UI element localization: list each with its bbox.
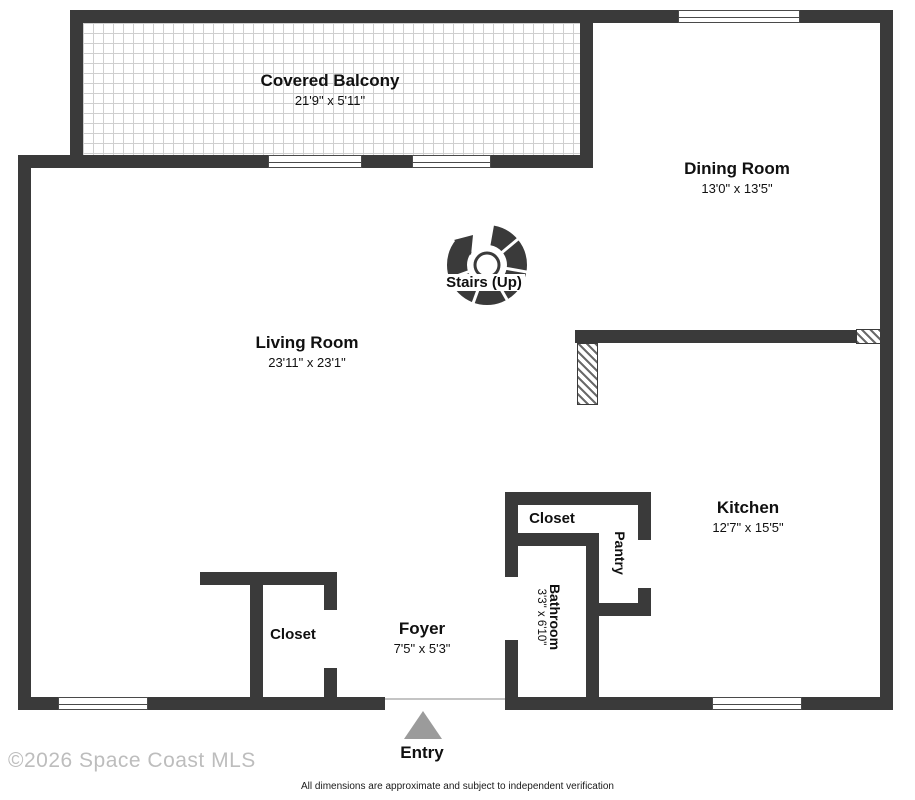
room-label-stairs-up: Stairs (Up)	[443, 274, 525, 291]
room-label-covered-balcony: Covered Balcony 21'9" x 5'11"	[261, 71, 400, 108]
room-name: Foyer	[398, 619, 446, 638]
room-label-living-room: Living Room 23'11" x 23'1"	[256, 333, 359, 370]
wall	[505, 697, 893, 710]
room-label-foyer: Foyer 7'5" x 5'3"	[394, 619, 451, 656]
wall	[580, 10, 593, 168]
room-dims: 7'5" x 5'3"	[393, 641, 451, 656]
wall	[505, 492, 651, 505]
room-label-pantry: Pantry	[612, 531, 628, 575]
room-dims: 23'11" x 23'1"	[268, 355, 346, 370]
window-marker	[412, 155, 491, 168]
wall	[324, 572, 337, 610]
window-marker	[58, 697, 148, 710]
wall	[586, 533, 599, 710]
room-name: Covered Balcony	[260, 71, 400, 90]
wall	[18, 155, 83, 168]
wall	[70, 10, 593, 23]
entry-label: Entry	[400, 743, 443, 763]
room-name: Pantry	[612, 531, 628, 575]
room-label-foyer-closet: Closet	[270, 626, 316, 643]
wall	[638, 492, 651, 540]
wall	[250, 572, 263, 698]
room-name: Living Room	[255, 333, 359, 352]
window-marker	[712, 697, 802, 710]
room-name: Dining Room	[684, 159, 790, 178]
wall	[880, 10, 893, 710]
wall	[70, 10, 83, 162]
room-name: Closet	[270, 626, 316, 643]
stairs-up-icon	[444, 225, 532, 308]
wall	[575, 330, 858, 343]
wall	[18, 155, 31, 710]
wall	[505, 640, 518, 710]
hatched-wall	[856, 329, 881, 344]
hatched-wall	[577, 343, 598, 405]
disclaimer-text: All dimensions are approximate and subje…	[301, 781, 614, 792]
room-name: Bathroom	[547, 583, 563, 651]
room-dims: 3'3" x 6'10"	[535, 588, 547, 646]
room-dims: 21'9" x 5'11"	[294, 93, 366, 108]
wall	[505, 533, 599, 546]
room-label-kitchen: Kitchen 12'7" x 15'5"	[712, 498, 783, 535]
window-marker	[678, 10, 800, 23]
entry-label-text: Entry	[400, 743, 444, 762]
room-label-dining-room: Dining Room 13'0" x 13'5"	[684, 159, 790, 196]
wall	[200, 572, 337, 585]
entry-arrow-icon	[404, 711, 442, 739]
balcony-floor	[83, 23, 580, 155]
window-marker	[268, 155, 362, 168]
entry-threshold	[385, 698, 505, 700]
room-label-hall-closet: Closet	[529, 510, 575, 527]
room-name: Closet	[529, 510, 575, 527]
watermark: ©2026 Space Coast MLS	[8, 749, 256, 772]
room-dims: 12'7" x 15'5"	[712, 520, 784, 535]
wall	[586, 603, 651, 616]
room-dims: 13'0" x 13'5"	[701, 181, 773, 196]
room-name: Kitchen	[716, 498, 780, 517]
room-label-bathroom: Bathroom 3'3" x 6'10"	[535, 584, 563, 650]
